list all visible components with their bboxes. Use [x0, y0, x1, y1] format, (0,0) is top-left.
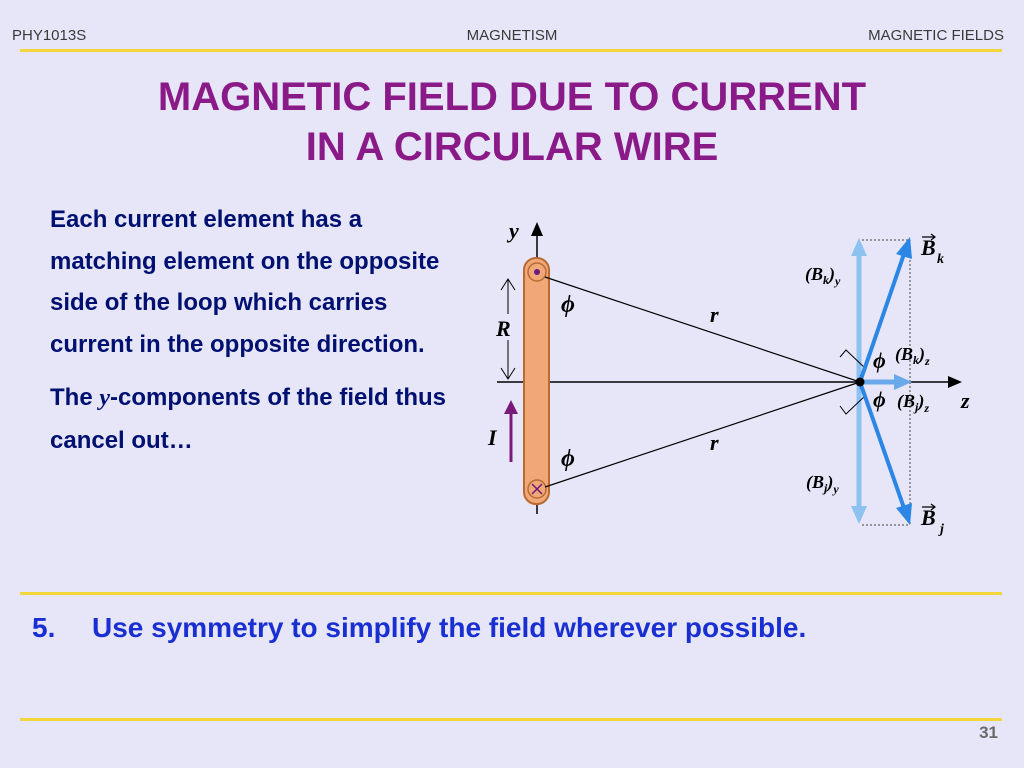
paragraph-2-post: -components of the field thus cancel out… — [50, 384, 446, 454]
title-line-2: IN A CIRCULAR WIRE — [305, 125, 719, 169]
Bk-z-label: (Bk)z — [895, 344, 930, 368]
paragraph-1: Each current element has a matching elem… — [50, 206, 440, 358]
header-topic: MAGNETISM — [466, 27, 558, 44]
current-label: I — [487, 425, 498, 450]
header-course: PHY1013S — [12, 27, 87, 44]
Bj-arrowhead — [896, 503, 912, 525]
phi-label-k: ϕ — [873, 348, 886, 373]
body-text: Each current element has a matching elem… — [50, 199, 470, 461]
point-text: Use symmetry to simplify the field where… — [92, 612, 807, 643]
current-in-cross-b — [531, 483, 543, 495]
Bj-y-arrowhead — [851, 506, 867, 524]
Bk-y-label: (Bk)y — [805, 264, 841, 288]
Bk-arrowhead — [896, 237, 912, 259]
Bj-vector-mark — [922, 503, 936, 511]
radius-arrow-top — [500, 278, 516, 291]
r-line-top — [544, 276, 861, 383]
wire-cross-section — [523, 257, 550, 505]
current-arrowhead — [504, 400, 518, 414]
Bj-y-label: (Bj)y — [806, 472, 839, 496]
footer-rule — [20, 718, 1002, 721]
y-axis-label: y — [506, 218, 519, 243]
Bj-vector — [858, 381, 906, 509]
point-number: 5. — [32, 612, 56, 643]
Bk-y-arrowhead — [851, 238, 867, 256]
paragraph-2-var: y — [99, 385, 110, 411]
Bk-letter: B — [920, 235, 936, 260]
Bj-label: B j — [920, 503, 944, 537]
Bk-vector — [858, 253, 906, 383]
r-label-bottom: r — [710, 430, 719, 455]
Bz-arrowhead — [894, 374, 912, 390]
z-axis-label: z — [960, 388, 970, 413]
header-rule — [20, 49, 1002, 52]
page-number: 31 — [979, 723, 998, 742]
phi-label-top: ϕ — [561, 292, 575, 318]
y-axis-arrow — [531, 222, 543, 236]
r-line-bottom — [544, 381, 861, 488]
section-rule-top — [20, 592, 1002, 595]
current-out-dot — [534, 269, 540, 275]
Bj-z-label: (Bj)z — [897, 391, 929, 415]
phi-label-bottom: ϕ — [561, 446, 575, 472]
paragraph-2: The y-components of the field thus cance… — [50, 377, 470, 461]
slide-title: MAGNETIC FIELD DUE TO CURRENT IN A CIRCU… — [0, 72, 1024, 172]
r-label-top: r — [710, 302, 719, 327]
Bj-letter: B — [920, 505, 936, 530]
phi-label-j: ϕ — [873, 387, 886, 412]
z-axis-arrow — [948, 376, 962, 388]
numbered-point: 5. Use symmetry to simplify the field whe… — [32, 612, 806, 644]
Bk-vector-mark — [922, 233, 936, 241]
radius-label: R — [495, 316, 511, 341]
title-line-1: MAGNETIC FIELD DUE TO CURRENT — [157, 75, 867, 119]
header-section: MAGNETIC FIELDS — [868, 27, 1004, 44]
radius-label-bg — [494, 314, 520, 340]
Bk-subscript: k — [937, 252, 944, 267]
paragraph-2-pre: The — [50, 384, 100, 411]
Bk-label: B k — [920, 233, 944, 267]
field-diagram: y z R I r r ϕ ϕ ϕ ϕ B k — [487, 218, 970, 537]
Bj-subscript: j — [938, 522, 944, 537]
radius-arrow-bottom — [500, 367, 516, 380]
field-point — [855, 377, 865, 387]
